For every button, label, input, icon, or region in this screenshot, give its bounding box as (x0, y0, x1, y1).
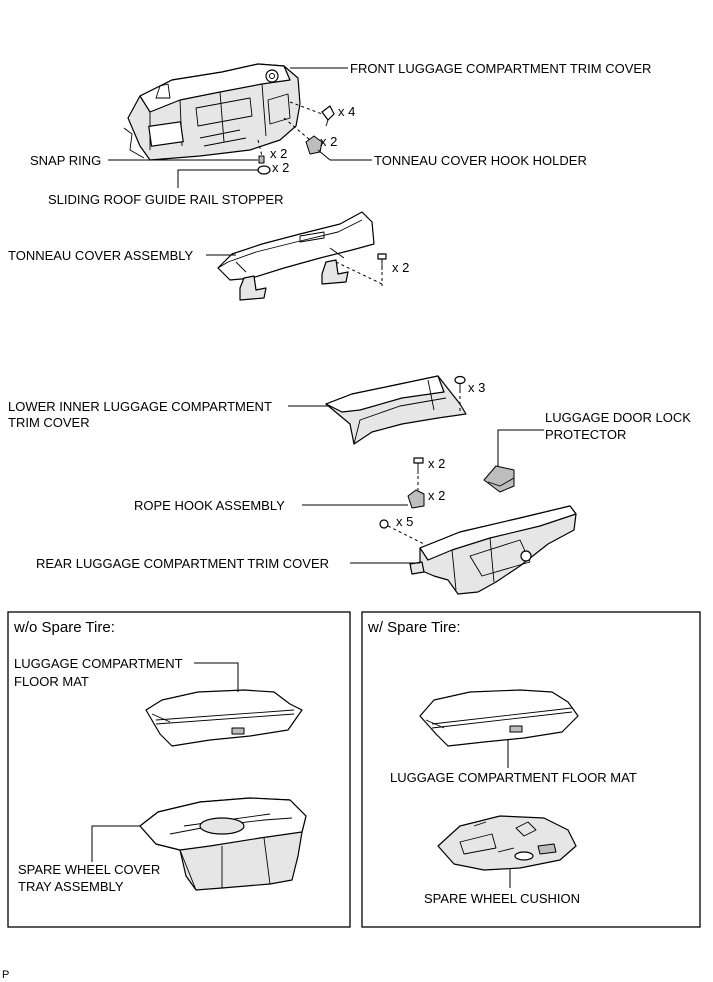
panel-without-spare (7, 611, 351, 928)
door-lock-protector-label-2: PROTECTOR (545, 427, 626, 442)
snap-ring-qty: x 2 (270, 146, 287, 161)
lower-inner-trim-part (325, 375, 467, 445)
rope-hook-bolts-qty: x 2 (428, 456, 445, 471)
tonneau-bolt-fastener (335, 253, 387, 286)
front-clips-qty: x 4 (338, 104, 355, 119)
panel-with-spare (361, 611, 701, 928)
lower-inner-clip-fastener (454, 375, 466, 414)
rear-trim-cover-part (409, 505, 577, 595)
lower-inner-trim-label-1: LOWER INNER LUGGAGE COMPARTMENT (8, 399, 272, 414)
rear-clips-qty: x 5 (396, 514, 413, 529)
floor-mat-without-spare-part (145, 689, 303, 747)
stopper-qty: x 2 (272, 160, 289, 175)
door-lock-protector-leader (497, 429, 544, 466)
snap-ring-label: SNAP RING (30, 153, 101, 168)
front-trim-cover-part (123, 63, 301, 161)
figure-code: P (2, 969, 9, 981)
panel-without-spare-title: w/o Spare Tire: (13, 619, 115, 636)
tray-label-2: TRAY ASSEMBLY (18, 879, 124, 894)
snap-ring-part (257, 139, 265, 164)
tray-label-1: SPARE WHEEL COVER (18, 862, 160, 877)
floor-mat-without-spare-label-2: FLOOR MAT (14, 674, 89, 689)
sliding-roof-stopper-label: SLIDING ROOF GUIDE RAIL STOPPER (48, 192, 284, 207)
tonneau-bolts-qty: x 2 (392, 260, 409, 275)
spare-wheel-cushion-label: SPARE WHEEL CUSHION (424, 891, 580, 906)
spare-wheel-cover-tray-part (139, 797, 307, 891)
front-trim-cover-label: FRONT LUGGAGE COMPARTMENT TRIM COVER (350, 61, 651, 76)
rope-hook-assembly-part (407, 489, 425, 509)
rope-hook-assembly-label: ROPE HOOK ASSEMBLY (134, 498, 285, 513)
lower-inner-clips-qty: x 3 (468, 380, 485, 395)
hook-holder-leader (317, 149, 331, 161)
rope-hook-qty: x 2 (428, 488, 445, 503)
spare-wheel-cushion-part (437, 815, 577, 871)
tonneau-cover-label: TONNEAU COVER ASSEMBLY (8, 248, 194, 263)
floor-mat-without-spare-label-1: LUGGAGE COMPARTMENT (14, 656, 183, 671)
rope-hook-bolt-fastener (413, 457, 424, 490)
door-lock-protector-label-1: LUGGAGE DOOR LOCK (545, 410, 691, 425)
stopper-leader (177, 169, 258, 188)
hook-holder-qty: x 2 (320, 134, 337, 149)
floor-mat-without-spare-leader (194, 662, 239, 692)
floor-mat-with-spare-part (419, 689, 579, 747)
tray-leader (91, 825, 140, 862)
stopper-part (257, 165, 271, 175)
rear-trim-cover-label: REAR LUGGAGE COMPARTMENT TRIM COVER (36, 556, 329, 571)
luggage-door-lock-protector-part (483, 465, 515, 493)
tonneau-cover-part (217, 211, 375, 301)
panel-with-spare-title: w/ Spare Tire: (367, 619, 461, 636)
rear-clip-fastener (379, 519, 425, 545)
tonneau-hook-holder-label: TONNEAU COVER HOOK HOLDER (374, 153, 587, 168)
lower-inner-trim-label-2: TRIM COVER (8, 415, 90, 430)
floor-mat-with-spare-label: LUGGAGE COMPARTMENT FLOOR MAT (390, 770, 637, 785)
tonneau-hook-holder-part (283, 117, 323, 155)
front-clip-fastener (289, 101, 335, 127)
